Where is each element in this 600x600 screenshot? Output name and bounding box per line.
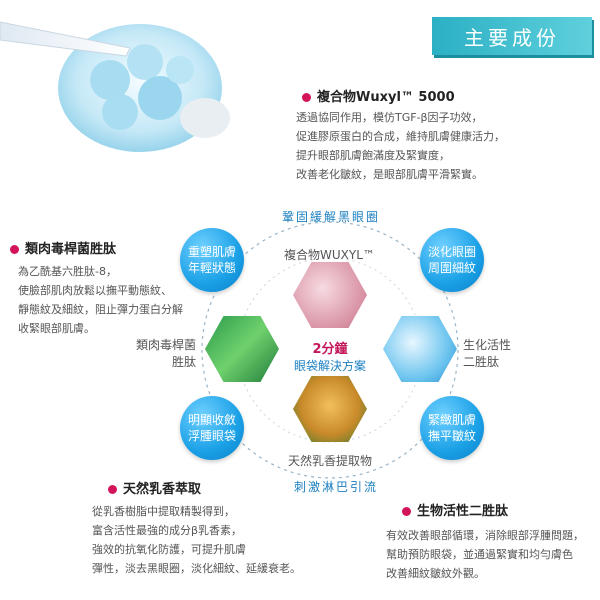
- hex-label-bottom: 天然乳香提取物: [288, 454, 373, 468]
- peptide-title: 類肉毒桿菌胜肽: [10, 238, 116, 257]
- frankincense-title: 天然乳香萃取: [108, 478, 201, 497]
- bullet-dot-icon: [10, 245, 19, 254]
- bubble-rejuvenate: 重塑肌膚年輕狀態: [180, 228, 244, 292]
- dipeptide-title: 生物活性二胜肽: [402, 500, 508, 519]
- bubble-firm-skin: 緊緻肌膚撫平皺紋: [420, 396, 484, 460]
- page-title-banner: 主要成份: [432, 17, 592, 55]
- bullet-dot-icon: [302, 93, 311, 102]
- bullet-dot-icon: [108, 485, 117, 494]
- wuxyl-title: 複合物Wuxyl™ 5000: [302, 86, 455, 105]
- hex-label-top: 複合物WUXYL™: [284, 248, 375, 262]
- frankincense-hexagon: [293, 376, 367, 442]
- bubble-reduce-puffiness: 明顯收斂浮腫眼袋: [180, 396, 244, 460]
- peptide-description: 為乙酰基六胜肽-8， 使臉部肌肉放鬆以撫平動態紋、 靜態紋及細紋，阻止彈力蛋白分…: [18, 265, 183, 335]
- ring-bottom-text: 刺激淋巴引流: [294, 480, 379, 494]
- cell-illustration: [0, 0, 230, 160]
- dipeptide-hexagon: [383, 316, 457, 382]
- center-label: 2分鐘 眼袋解決方案: [293, 342, 366, 373]
- bubble-lighten-circles: 淡化眼圈周圍細紋: [420, 228, 484, 292]
- frankincense-description: 從乳香樹脂中提取精製得到， 富含活性最強的成分β乳香素， 強效的抗氧化防護，可提…: [92, 505, 301, 575]
- wuxyl-hexagon: [293, 262, 367, 328]
- dipeptide-description: 有效改善眼部循環，消除眼部浮腫問題， 幫助預防眼袋，並通過緊實和均勻膚色 改善細…: [386, 529, 584, 580]
- ring-top-text: 鞏固緩解黑眼圈: [282, 210, 381, 224]
- hex-label-left: 類肉毒桿菌胜肽: [135, 338, 196, 369]
- wuxyl-description: 透過協同作用，模仿TGF-β因子功效， 促進膠原蛋白的合成，維持肌膚健康活力， …: [296, 111, 505, 181]
- bullet-dot-icon: [402, 507, 411, 516]
- hex-label-right: 生化活性二胜肽: [463, 338, 512, 369]
